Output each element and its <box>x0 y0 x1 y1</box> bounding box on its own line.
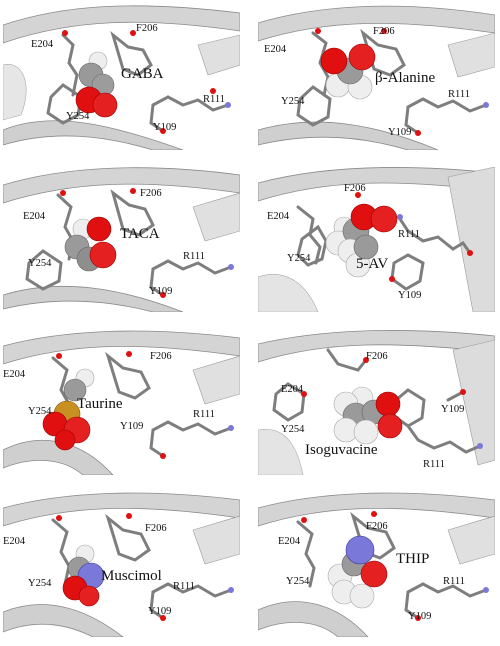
ligand-spacefill <box>75 51 118 118</box>
residue-label-e204: E204 <box>31 39 54 50</box>
ligand-spacefill <box>64 216 117 272</box>
residue-label-f206: F206 <box>150 351 172 362</box>
residue-label-y254: Y254 <box>287 253 311 264</box>
residue-sticks <box>272 348 482 454</box>
residue-label-y109: Y109 <box>388 127 412 138</box>
binding-site-render <box>258 492 495 637</box>
residue-label-y254: Y254 <box>66 111 90 122</box>
ligand-label: THIP <box>396 551 430 567</box>
residue-label-e204: E204 <box>281 384 304 395</box>
binding-site-render <box>3 5 240 150</box>
binding-site-render <box>3 167 240 312</box>
residue-label-e204: E204 <box>264 44 287 55</box>
residue-label-y109: Y109 <box>398 290 422 301</box>
binding-site-render <box>3 330 240 475</box>
residue-label-f206: F206 <box>366 351 388 362</box>
panel-isoguvacine: E204 F206 Y254 R111 Y109 Isoguvacine <box>258 330 495 475</box>
residue-label-r111: R111 <box>173 581 195 592</box>
panel-gaba: E204 F206 Y254 R111 Y109 GABA <box>3 5 240 150</box>
protein-ribbon <box>3 330 240 475</box>
binding-site-render <box>258 167 495 312</box>
panel-taca: E204 F206 Y254 R111 Y109 TACA <box>3 167 240 312</box>
binding-site-render <box>258 5 495 150</box>
residue-label-f206: F206 <box>366 521 388 532</box>
ligand-label: TACA <box>120 226 160 242</box>
heteroatoms <box>56 513 234 621</box>
residue-label-e204: E204 <box>267 211 290 222</box>
panel-thip: E204 F206 Y254 R111 Y109 THIP <box>258 492 495 637</box>
residue-label-f206: F206 <box>145 523 167 534</box>
panel-beta-alanine: E204 F206 Y254 R111 Y109 β-Alanine <box>258 5 495 150</box>
residue-label-y109: Y109 <box>153 122 177 133</box>
ligand-label: Isoguvacine <box>305 442 378 458</box>
heteroatoms <box>60 188 234 298</box>
residue-label-e204: E204 <box>3 369 26 380</box>
ligand-label: Taurine <box>77 396 123 412</box>
residue-label-r111: R111 <box>423 459 445 470</box>
ligand-spacefill <box>42 368 95 451</box>
residue-sticks <box>296 28 488 135</box>
panel-muscimol: E204 F206 Y254 R111 Y109 Muscimol <box>3 492 240 637</box>
heteroatoms <box>62 30 231 134</box>
panel-5-av: E204 F206 Y254 R111 Y109 5-AV <box>258 167 495 312</box>
residue-label-y254: Y254 <box>28 406 52 417</box>
protein-ribbon <box>258 167 495 312</box>
residue-label-r111: R111 <box>448 89 470 100</box>
residue-label-y254: Y254 <box>286 576 310 587</box>
ligand-label: 5-AV <box>356 256 389 272</box>
residue-label-y254: Y254 <box>28 578 52 589</box>
residue-label-f206: F206 <box>373 26 395 37</box>
residue-label-y109: Y109 <box>120 421 144 432</box>
residue-label-r111: R111 <box>443 576 465 587</box>
protein-ribbon <box>3 167 240 312</box>
protein-ribbon <box>3 5 240 150</box>
heteroatoms <box>301 511 489 621</box>
heteroatoms <box>315 28 489 136</box>
residue-label-f206: F206 <box>140 188 162 199</box>
ligand-spacefill <box>320 43 376 100</box>
ligand-spacefill <box>325 203 398 278</box>
ligand-spacefill <box>333 386 403 445</box>
heteroatoms <box>355 192 473 282</box>
residue-label-y254: Y254 <box>281 424 305 435</box>
residue-label-r111: R111 <box>183 251 205 262</box>
ligand-label: Muscimol <box>101 568 162 584</box>
residue-label-r111: R111 <box>193 409 215 420</box>
residue-label-f206: F206 <box>344 183 366 194</box>
protein-ribbon <box>258 330 495 475</box>
residue-sticks <box>51 513 233 620</box>
ligand-spacefill <box>327 535 388 609</box>
heteroatoms <box>56 351 234 459</box>
protein-ribbon <box>3 492 240 637</box>
residue-label-y109: Y109 <box>148 606 172 617</box>
residue-label-e204: E204 <box>23 211 46 222</box>
residue-label-f206: F206 <box>136 23 158 34</box>
binding-site-render <box>258 330 495 475</box>
residue-label-e204: E204 <box>3 536 26 547</box>
binding-site-render <box>3 492 240 637</box>
residue-label-y109: Y109 <box>408 611 432 622</box>
residue-label-y109: Y109 <box>149 286 173 297</box>
residue-label-y254: Y254 <box>28 258 52 269</box>
ligand-label: GABA <box>121 66 164 82</box>
residue-label-e204: E204 <box>278 536 301 547</box>
residue-label-y109: Y109 <box>441 404 465 415</box>
ligand-label: β-Alanine <box>375 70 436 86</box>
residue-label-y254: Y254 <box>281 96 305 107</box>
panel-taurine: E204 F206 Y254 R111 Y109 Taurine <box>3 330 240 475</box>
protein-ribbon <box>258 492 495 637</box>
residue-label-r111: R111 <box>203 94 225 105</box>
ligand-spacefill <box>62 544 105 607</box>
heteroatoms <box>301 357 483 449</box>
residue-label-r111: R111 <box>398 229 420 240</box>
